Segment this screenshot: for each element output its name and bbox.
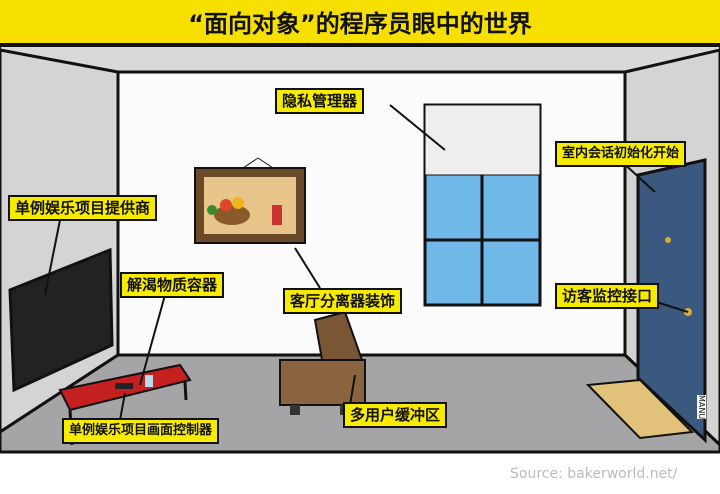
painting — [194, 157, 306, 244]
label-session-init: 室内会话初始化开始 — [555, 141, 687, 167]
label-visitor-interface: 访客监控接口 — [555, 283, 660, 309]
label-multiuser-buffer: 多用户缓冲区 — [343, 402, 448, 428]
tv — [8, 247, 114, 393]
ceiling — [0, 45, 720, 73]
label-singleton-controller: 单例娱乐项目画面控制器 — [62, 418, 220, 444]
label-living-room-decor: 客厅分离器装饰 — [283, 288, 403, 314]
page-title: “面向对象”的程序员眼中的世界 — [0, 0, 720, 46]
artist-signature: MANU — [697, 395, 706, 420]
watermark: Source: bakerworld.net/ — [510, 466, 678, 482]
welcome-mat — [585, 378, 695, 440]
window — [423, 103, 542, 307]
label-privacy-manager: 隐私管理器 — [275, 88, 365, 114]
label-thirst-container: 解渴物质容器 — [120, 272, 225, 298]
label-singleton-provider: 单例娱乐项目提供商 — [8, 195, 158, 221]
